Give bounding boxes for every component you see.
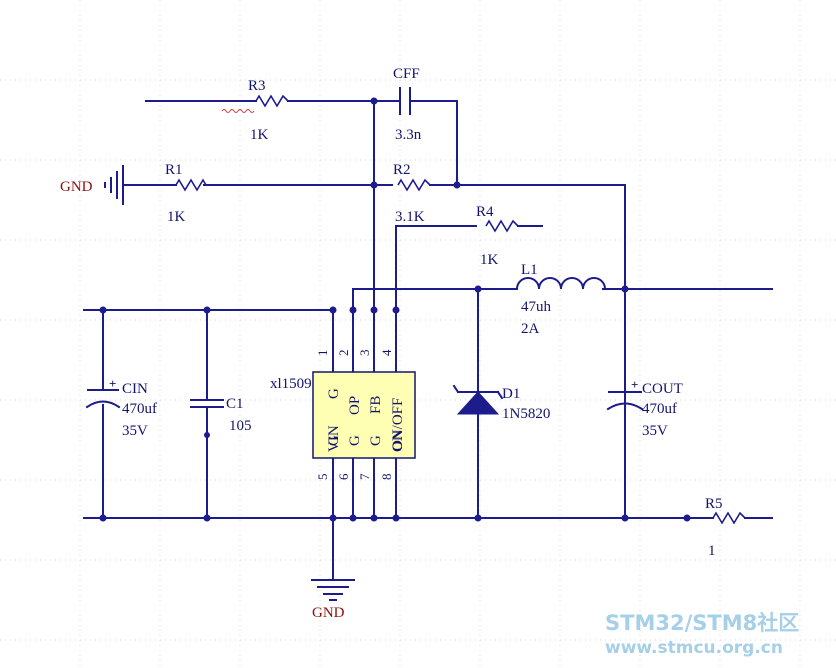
cin-voltage: 35V: [122, 423, 148, 439]
watermark-title: STM32/STM8社区: [605, 611, 799, 635]
pin-8: 8: [379, 474, 394, 481]
l1-current: 2A: [521, 321, 540, 337]
r5-value: 1: [708, 543, 716, 559]
r1-resistor: [175, 178, 207, 192]
svg-text:+: +: [109, 376, 116, 391]
gnd-left-label: GND: [60, 179, 93, 195]
r1-label: R1: [165, 162, 183, 178]
ic-label: xl1509: [270, 376, 312, 392]
l1-label: L1: [521, 262, 538, 278]
r4-label: R4: [476, 204, 494, 220]
chip-g5-name: G: [326, 435, 342, 446]
r4-value: 1K: [480, 252, 499, 268]
r2-label: R2: [393, 162, 411, 178]
r2-resistor: [397, 178, 431, 192]
wires: [83, 100, 773, 581]
l1-value: 47uh: [521, 299, 552, 315]
chip-g7-name: G: [368, 435, 384, 446]
cout-capacitor: +: [606, 377, 644, 519]
watermark-url: www.stmcu.org.cn: [605, 638, 783, 658]
cout-voltage: 35V: [642, 423, 668, 439]
ground-left-icon: [104, 165, 137, 205]
pin-6: 6: [336, 473, 351, 480]
pin-2: 2: [336, 350, 351, 357]
chip-on8-name: ON: [390, 430, 406, 452]
cin-value: 470uf: [122, 401, 157, 417]
cff-value: 3.3n: [395, 127, 422, 143]
r5-resistor: [712, 511, 746, 525]
junctions: [99, 97, 691, 522]
cin-capacitor: +: [85, 376, 121, 409]
chip-fb-name: FB: [368, 396, 384, 414]
chip-onoff-name: ON/OFF: [390, 398, 406, 451]
d1-label: D1: [502, 386, 520, 402]
l1-inductor: [515, 277, 607, 291]
pin-1: 1: [315, 350, 330, 357]
xl1509-chip: [312, 371, 416, 459]
r3-squiggle: [221, 109, 255, 113]
d1-part: 1N5820: [502, 406, 550, 422]
r3-value: 1K: [250, 127, 269, 143]
chip-vin-name: VIN: [326, 425, 342, 452]
r3-resistor: [255, 94, 289, 108]
r1-value: 1K: [167, 209, 186, 225]
c1-capacitor: [190, 399, 224, 408]
chip-pin1-name: G: [326, 388, 342, 399]
pin-7: 7: [357, 473, 372, 480]
cff-capacitor: [399, 87, 411, 115]
c1-label: C1: [226, 396, 244, 412]
d1-diode: [452, 384, 504, 415]
cin-label: CIN: [122, 381, 148, 397]
r3-label: R3: [248, 78, 266, 94]
c1-value: 105: [229, 418, 252, 434]
svg-text:+: +: [631, 377, 638, 392]
gnd-bottom-label: GND: [312, 605, 345, 621]
r4-resistor: [485, 219, 519, 233]
ground-bottom-icon: [311, 579, 355, 601]
cout-value: 470uf: [642, 401, 677, 417]
r2-value: 3.1K: [395, 209, 425, 225]
chip-op-name: OP: [347, 396, 363, 415]
cff-label: CFF: [393, 66, 420, 82]
r5-label: R5: [705, 496, 723, 512]
chip-g6-name: G: [347, 435, 363, 446]
cout-label: COUT: [642, 381, 683, 397]
pin-5: 5: [315, 474, 330, 481]
pin-3: 3: [357, 350, 372, 357]
pin-4: 4: [379, 349, 394, 356]
